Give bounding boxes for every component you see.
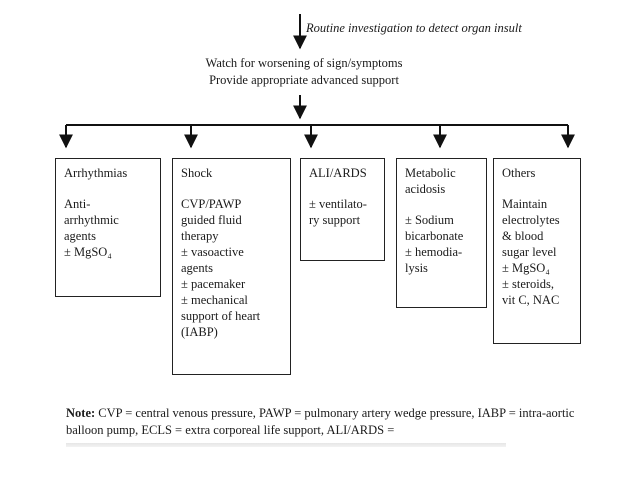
box-line: & blood [502,229,544,243]
box-arrhythmias: Arrhythmias Anti- arrhythmic agents ± Mg… [55,158,161,297]
box-title: Arrhythmias [64,166,128,180]
box-ali-ards: ALI/ARDS ± ventilato- ry support [300,158,385,261]
box-line: ry support [309,213,361,227]
watch-line-1: Watch for worsening of sign/symptoms [205,56,403,70]
box-line: electrolytes [502,213,560,227]
routine-investigation-label: Routine investigation to detect organ in… [306,21,522,35]
box-line: ± pacemaker [181,277,246,291]
box-line: agents [64,229,96,243]
box-line: vit C, NAC [502,293,560,307]
note-text: CVP = central venous pressure, PAWP = pu… [66,406,575,437]
box-line: ± vasoactive [181,245,244,259]
box-line: lysis [405,261,428,275]
box-line: CVP/PAWP [181,197,242,211]
box-line: (IABP) [181,325,218,339]
box-line: therapy [181,229,219,243]
box-line: agents [181,261,213,275]
box-line: ± steroids, [502,277,554,291]
box-line: ± Sodium [405,213,454,227]
box-line: guided fluid [181,213,242,227]
box-others: Others Maintain electrolytes & blood sug… [493,158,581,344]
watch-line-2: Provide appropriate advanced support [209,73,399,87]
box-line: support of heart [181,309,261,323]
box-title: Metabolic acidosis [405,166,456,196]
box-metabolic-acidosis: Metabolic acidosis ± Sodium bicarbonate … [396,158,487,308]
box-title: Others [502,166,536,180]
box-line: ± ventilato- [309,197,367,211]
box-line: ± mechanical [181,293,248,307]
box-line: sugar level [502,245,557,259]
note-label: Note: [66,406,96,420]
box-line: Anti- [64,197,91,211]
box-line: arrhythmic [64,213,119,227]
box-line: ± MgSO₄ [64,245,112,259]
box-title: Shock [181,166,213,180]
box-line: Maintain [502,197,548,211]
box-line: ± MgSO₄ [502,261,550,275]
cropped-text-edge [66,442,506,447]
box-line: bicarbonate [405,229,464,243]
watch-instructions: Watch for worsening of sign/symptoms Pro… [180,55,428,89]
abbreviation-note: Note: CVP = central venous pressure, PAW… [66,405,576,439]
box-title: ALI/ARDS [309,166,367,180]
box-line: ± hemodia- [405,245,463,259]
box-shock: Shock CVP/PAWP guided fluid therapy ± va… [172,158,291,375]
